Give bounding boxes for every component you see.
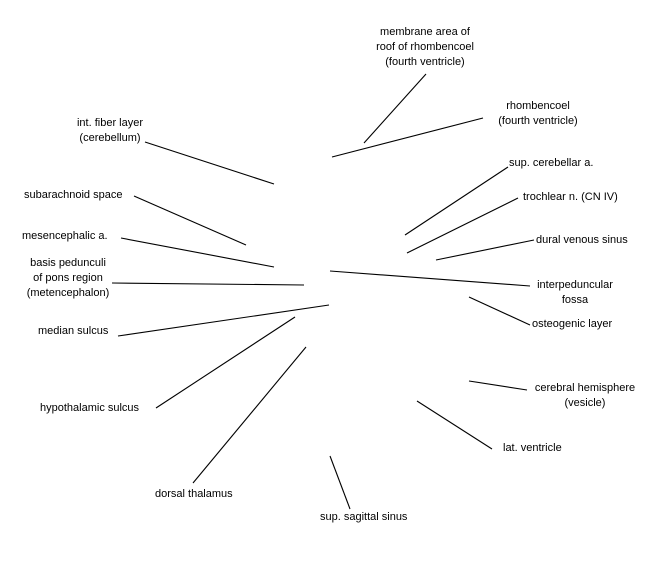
label-rhombencoel: rhombencoel (fourth ventricle) bbox=[498, 100, 578, 127]
leader-line-basis-pedunculi bbox=[111, 282, 305, 286]
label-cerebral-hemisphere: cerebral hemisphere (vesicle) bbox=[534, 382, 636, 409]
label-mesencephalic-a: mesencephalic a. bbox=[22, 230, 108, 242]
label-dorsal-thalamus: dorsal thalamus bbox=[155, 488, 233, 500]
label-osteogenic-layer: osteogenic layer bbox=[532, 318, 613, 330]
leader-line-interpeduncular-fossa bbox=[329, 270, 531, 287]
label-interpeduncular-fossa: interpeduncular fossa bbox=[537, 279, 613, 306]
leader-line-lat-ventricle bbox=[416, 400, 493, 450]
leader-line-osteogenic-layer bbox=[468, 296, 531, 326]
leader-line-cerebral-hemisphere bbox=[468, 380, 528, 391]
label-int-fiber-layer: int. fiber layer (cerebellum) bbox=[76, 117, 144, 144]
label-trochlear-n: trochlear n. (CN IV) bbox=[523, 191, 618, 203]
label-dural-venous-sinus: dural venous sinus bbox=[536, 234, 628, 246]
label-hypothalamic-sulcus: hypothalamic sulcus bbox=[40, 402, 140, 414]
leader-line-trochlear-n bbox=[406, 197, 519, 254]
leader-line-membrane-roof bbox=[363, 73, 427, 144]
label-basis-pedunculi: basis pedunculi of pons region (metencep… bbox=[26, 257, 110, 299]
label-sup-cerebellar-a: sup. cerebellar a. bbox=[509, 157, 594, 169]
leader-line-median-sulcus bbox=[117, 304, 330, 337]
label-median-sulcus: median sulcus bbox=[38, 325, 109, 337]
leader-line-dural-venous-sinus bbox=[435, 239, 535, 261]
label-subarachnoid-space: subarachnoid space bbox=[24, 189, 123, 201]
leader-line-subarachnoid-space bbox=[133, 195, 247, 246]
label-sup-sagittal-sinus: sup. sagittal sinus bbox=[320, 511, 408, 523]
leader-line-dorsal-thalamus bbox=[192, 346, 307, 484]
leader-line-sup-cerebellar-a bbox=[404, 166, 509, 236]
leader-line-sup-sagittal-sinus bbox=[329, 455, 351, 510]
label-membrane-roof: membrane area of roof of rhombencoel (fo… bbox=[376, 26, 474, 68]
leader-line-rhombencoel bbox=[331, 117, 484, 158]
leader-line-hypothalamic-sulcus bbox=[155, 316, 296, 409]
label-lat-ventricle: lat. ventricle bbox=[503, 442, 562, 454]
leader-line-mesencephalic-a bbox=[120, 237, 275, 268]
leader-line-int-fiber-layer bbox=[144, 141, 275, 185]
